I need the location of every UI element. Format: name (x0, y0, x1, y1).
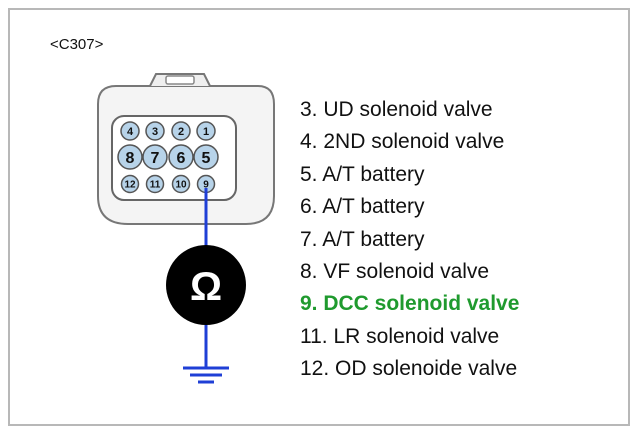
legend-item: 8. VF solenoid valve (300, 260, 490, 284)
pin-number-4: 4 (127, 126, 134, 138)
pin-number-6: 6 (177, 150, 186, 167)
connector-latch-slot (165, 75, 195, 85)
pin-5 (193, 144, 219, 170)
pin-11 (145, 174, 165, 194)
legend-item: 12. OD solenoide valve (300, 357, 518, 381)
pin-3 (145, 121, 165, 141)
legend-item: 4. 2ND solenoid valve (300, 130, 505, 154)
pin-number-9: 9 (203, 180, 209, 191)
ohm-symbol: Ω (190, 265, 222, 309)
legend-item: 3. UD solenoid valve (300, 98, 493, 121)
pin-number-8: 8 (126, 150, 135, 167)
ground-icon (183, 366, 229, 384)
pin-number-5: 5 (202, 150, 211, 167)
legend-item: 6. A/T battery (300, 195, 425, 219)
legend-item: 5. A/T battery (300, 162, 425, 186)
pin-number-7: 7 (151, 150, 160, 167)
legend-item: 7. A/T battery (300, 227, 425, 251)
ohmmeter (166, 245, 246, 325)
pin-row-top: 4 3 2 1 (120, 121, 216, 141)
legend-item: 11. LR solenoid valve (300, 324, 500, 348)
pin-1 (196, 121, 216, 141)
pin-number-2: 2 (178, 126, 184, 138)
pin-number-12: 12 (124, 180, 136, 191)
pin-number-10: 10 (175, 180, 187, 191)
pin-12 (120, 174, 140, 194)
pin-4 (120, 121, 140, 141)
pin-7 (142, 144, 168, 170)
legend-item: 9. DCC solenoid valve (300, 292, 520, 316)
pin-number-11: 11 (150, 180, 161, 191)
pin-number-1: 1 (203, 126, 209, 138)
pin-6 (168, 144, 194, 170)
pin-number-3: 3 (152, 126, 158, 138)
pin-10 (171, 174, 191, 194)
pin-2 (171, 121, 191, 141)
connector-label: <C307> (50, 36, 104, 53)
pin-8 (117, 144, 143, 170)
pin-row-bottom: 12 11 10 9 (120, 174, 216, 194)
pin-legend: 3. UD solenoid valve 4. 2ND solenoid valv… (300, 94, 519, 386)
